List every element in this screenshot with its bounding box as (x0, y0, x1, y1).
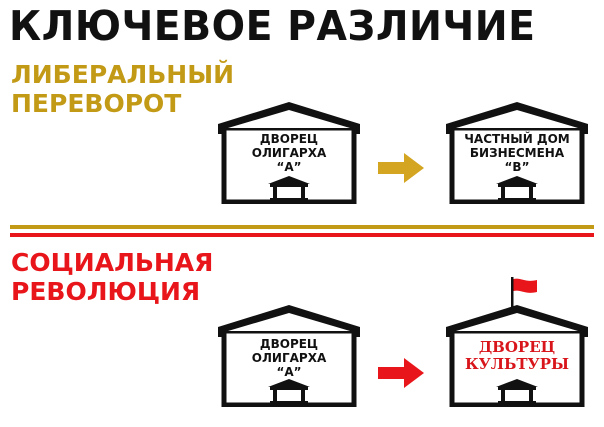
gold-arrow-right-icon (378, 153, 424, 183)
small-building-icon (496, 379, 538, 404)
red-arrow-right-icon (378, 358, 424, 388)
businessman-house: ЧАСТНЫЙ ДОМ БИЗНЕСМЕНА “В” (444, 100, 590, 204)
section-divider (10, 225, 594, 239)
social-label-line2: РЕВОЛЮЦИЯ (11, 277, 201, 306)
house-label-line2: ОЛИГАРХА (251, 146, 327, 160)
house-label: ДВОРЕЦ КУЛЬТУРЫ (458, 339, 576, 373)
small-building-icon (268, 379, 310, 404)
oligarch-palace-house: ДВОРЕЦ ОЛИГАРХА “А” (216, 100, 362, 204)
house-label: ЧАСТНЫЙ ДОМ БИЗНЕСМЕНА “В” (458, 132, 576, 174)
house-label-line2: БИЗНЕСМЕНА (469, 146, 565, 160)
small-building-icon (268, 176, 310, 201)
house-outline-icon (218, 305, 360, 407)
house-label: ДВОРЕЦ ОЛИГАРХА “А” (230, 337, 348, 379)
liberal-label-line1: ЛИБЕРАЛЬНЫЙ (11, 60, 235, 89)
house-label-line1: ДВОРЕЦ (259, 337, 319, 351)
house-label-line2: КУЛЬТУРЫ (464, 355, 570, 373)
house-label-line1: ДВОРЕЦ (478, 338, 556, 356)
social-revolution-label: СОЦИАЛЬНАЯ РЕВОЛЮЦИЯ (11, 248, 213, 306)
red-flag-icon (511, 277, 537, 307)
house-label-line1: ДВОРЕЦ (259, 132, 319, 146)
liberal-coup-label: ЛИБЕРАЛЬНЫЙ ПЕРЕВОРОТ (11, 60, 234, 118)
house-label-line1: ЧАСТНЫЙ ДОМ (464, 132, 570, 146)
house-label-line3: “А” (276, 160, 302, 174)
house-outline-icon (218, 102, 360, 204)
house-label-line3: “В” (504, 160, 530, 174)
house-outline-icon (446, 305, 588, 407)
house-label: ДВОРЕЦ ОЛИГАРХА “А” (230, 132, 348, 174)
page-title: КЛЮЧЕВОЕ РАЗЛИЧИЕ (9, 2, 536, 50)
liberal-label-line2: ПЕРЕВОРОТ (11, 89, 182, 118)
house-outline-icon (446, 102, 588, 204)
house-label-line3: “А” (276, 365, 302, 379)
divider-red-stripe (10, 233, 594, 237)
small-building-icon (496, 176, 538, 201)
social-label-line1: СОЦИАЛЬНАЯ (11, 248, 214, 277)
palace-of-culture-house: ДВОРЕЦ КУЛЬТУРЫ (444, 303, 590, 407)
divider-gold-stripe (10, 225, 594, 229)
oligarch-palace-house: ДВОРЕЦ ОЛИГАРХА “А” (216, 303, 362, 407)
house-label-line2: ОЛИГАРХА (251, 351, 327, 365)
